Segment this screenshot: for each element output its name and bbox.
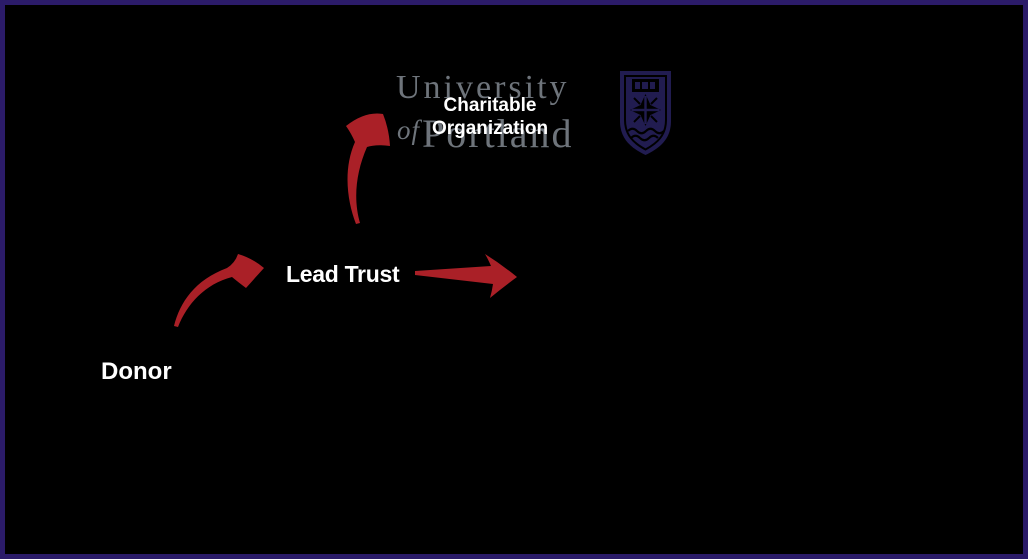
logo-word-portland: Portland: [422, 111, 574, 156]
university-of-portland-logo: University of Portland: [5, 5, 1023, 554]
donor-label: Donor: [101, 358, 172, 385]
university-shield-icon: [620, 71, 671, 155]
charitable-organization-label: Charitable Organization: [409, 94, 571, 140]
lead-trust-label: Lead Trust: [286, 261, 400, 287]
arrow-lead-trust-to-right: [415, 254, 517, 298]
flow-arrows: [174, 113, 517, 327]
logo-word-of: of: [397, 115, 421, 145]
charitable-organization-line1: Charitable: [443, 95, 537, 116]
arrow-donor-to-lead-trust: [174, 254, 264, 327]
charitable-organization-line2: Organization: [431, 118, 549, 139]
arrow-lead-trust-to-charity: [346, 113, 390, 224]
logo-word-university: University: [396, 69, 570, 106]
